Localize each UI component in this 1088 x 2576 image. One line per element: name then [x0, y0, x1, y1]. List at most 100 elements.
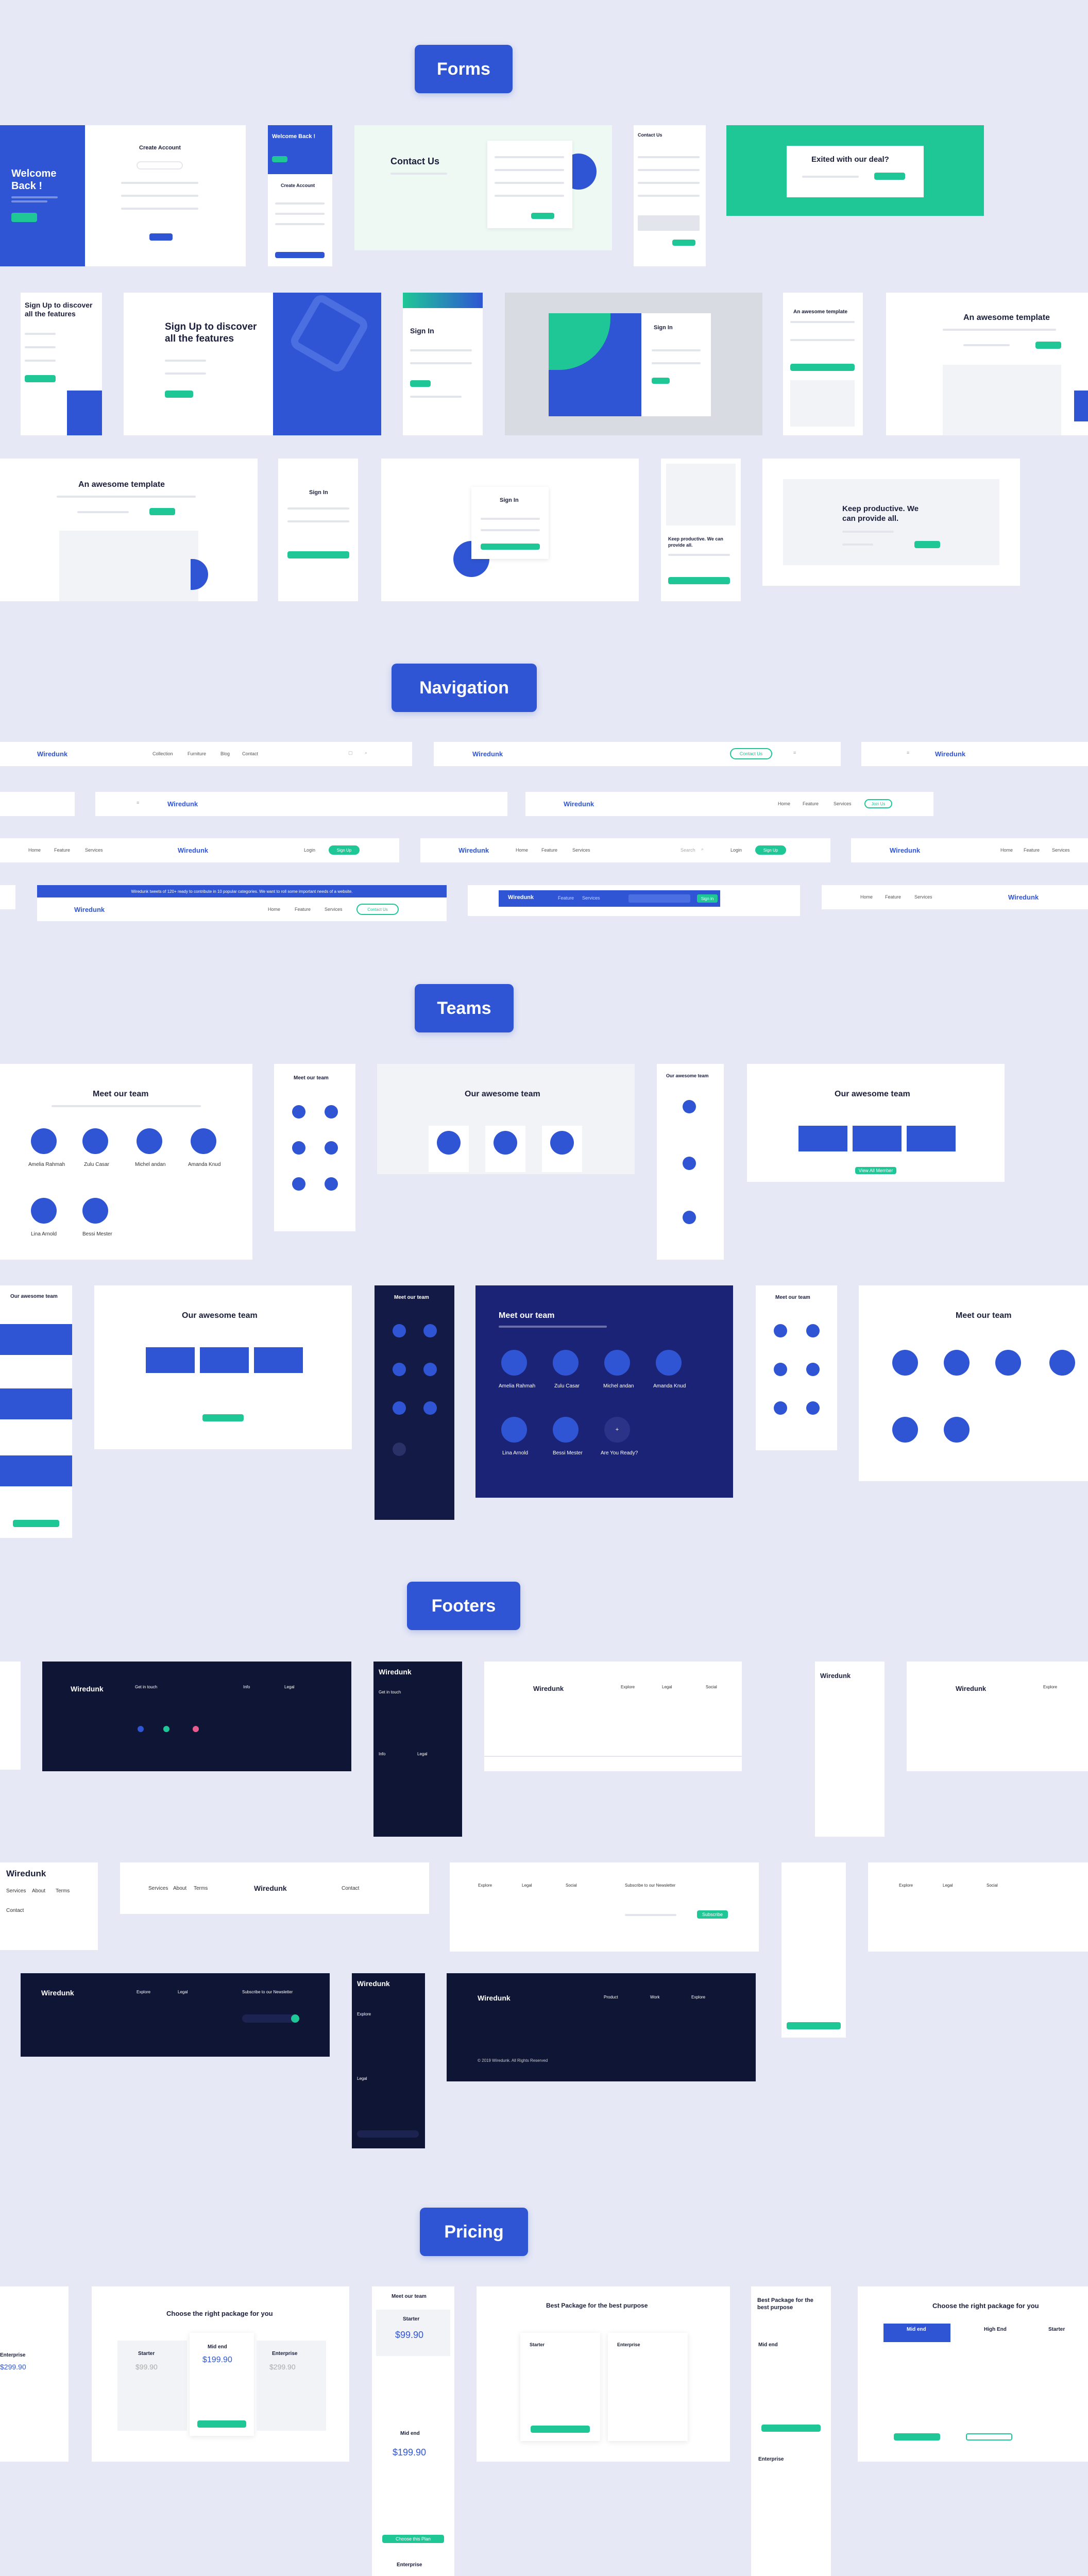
footer-link[interactable]: Services [148, 1886, 168, 1891]
signin-3-button[interactable] [287, 551, 349, 558]
buy-button[interactable] [197, 2420, 246, 2428]
view-all-button-3[interactable] [202, 1414, 244, 1421]
nav-link[interactable]: Home [778, 801, 791, 806]
footer-6-brand[interactable]: Wiredunk [6, 1869, 46, 1878]
nav-link[interactable]: Services [582, 895, 600, 901]
keep-small-button[interactable] [668, 577, 730, 584]
navbar-9-brand[interactable]: Wiredunk [890, 846, 921, 854]
nav-link[interactable]: Services [1052, 848, 1070, 853]
google-button[interactable] [137, 161, 183, 170]
navbar-5-brand[interactable]: Wiredunk [167, 800, 198, 808]
menu-icon[interactable]: ≡ [793, 750, 796, 755]
nav-link[interactable]: Feature [295, 907, 311, 912]
choose-button[interactable] [966, 2433, 1012, 2441]
footer-5-brand[interactable]: Wiredunk [956, 1685, 987, 1692]
navbar-8-brand[interactable]: Wiredunk [458, 846, 489, 854]
view-all-button[interactable]: View All Member [855, 1167, 896, 1174]
footer-link[interactable]: Contact [6, 1908, 24, 1913]
nav-link[interactable]: Feature [54, 848, 71, 853]
navbar-11-brand[interactable]: Wiredunk [74, 906, 105, 913]
contact-us-button[interactable]: Contact Us [730, 748, 772, 759]
search-icon[interactable]: ⌕ [701, 846, 704, 852]
footer-2-brand[interactable]: Wiredunk [379, 1668, 412, 1676]
nav-link[interactable]: Home [1000, 848, 1013, 853]
navbar-3-brand[interactable]: Wiredunk [935, 750, 966, 758]
join-us-button[interactable]: Join Us [864, 799, 892, 808]
email-input[interactable] [357, 2130, 419, 2138]
choose-plan-button[interactable]: Choose this Plan [382, 2535, 444, 2543]
nav-link[interactable]: Feature [541, 848, 558, 853]
signin-2-button[interactable] [652, 378, 670, 384]
nav-link[interactable]: Feature [885, 894, 902, 900]
nav-link[interactable]: Home [516, 848, 529, 853]
signup-button[interactable]: Sign Up [329, 845, 360, 855]
search-icon[interactable]: ⌕ [365, 750, 368, 755]
search-input[interactable] [628, 894, 690, 903]
navbar-7-brand[interactable]: Wiredunk [178, 846, 209, 854]
nav-link[interactable]: Feature [803, 801, 819, 806]
view-all-button-2[interactable] [13, 1520, 59, 1527]
footer-link[interactable]: Terms [194, 1886, 208, 1891]
footer-link[interactable]: About [173, 1886, 187, 1891]
cart-icon[interactable]: ▢ [348, 750, 353, 755]
welcome-cta[interactable] [11, 213, 37, 222]
nav-link[interactable]: Home [268, 907, 281, 912]
signup-big-button[interactable] [165, 391, 193, 398]
footer-1-brand[interactable]: Wiredunk [71, 1685, 104, 1693]
footer-13-brand[interactable]: Wiredunk [478, 1994, 511, 2002]
navbar-1-brand[interactable]: Wiredunk [37, 750, 68, 758]
signin-1-button[interactable] [410, 380, 431, 387]
buy-button[interactable] [761, 2425, 821, 2432]
footer-7-brand[interactable]: Wiredunk [254, 1884, 287, 1892]
deal-button[interactable] [874, 173, 905, 180]
footer-link[interactable]: Services [6, 1888, 26, 1894]
nav-link[interactable]: Services [914, 894, 932, 900]
signin-4-button[interactable] [481, 544, 540, 550]
footer-link[interactable]: About [32, 1888, 46, 1894]
subscribe-button-2[interactable] [787, 2022, 841, 2029]
footer-3-brand[interactable]: Wiredunk [533, 1685, 564, 1692]
nav-link[interactable]: Home [860, 894, 873, 900]
navbar-6-brand[interactable]: Wiredunk [564, 800, 594, 808]
buy-button[interactable] [531, 2426, 590, 2433]
send-icon[interactable] [291, 2014, 299, 2023]
template-button[interactable] [1035, 342, 1061, 349]
footer-11-brand[interactable]: Wiredunk [41, 1989, 74, 1997]
nav-link[interactable]: Services [834, 801, 852, 806]
contact-us-button[interactable]: Contact Us [356, 904, 399, 915]
nav-link[interactable]: Blog [220, 751, 230, 756]
choose-button[interactable] [894, 2433, 940, 2441]
contact-submit[interactable] [531, 213, 554, 219]
email-input[interactable] [242, 2014, 299, 2023]
nav-link[interactable]: Services [325, 907, 343, 912]
template-2-button[interactable] [149, 508, 175, 515]
footer-link[interactable]: Contact [342, 1886, 360, 1891]
footer-12-brand[interactable]: Wiredunk [357, 1979, 390, 1988]
nav-link[interactable]: Home [28, 848, 41, 853]
nav-link[interactable]: Contact [242, 751, 259, 756]
keep-button[interactable] [914, 541, 940, 548]
welcome-small-cta[interactable] [272, 156, 287, 162]
login-link[interactable]: Login [304, 848, 316, 853]
signin-button[interactable]: Sign in [697, 894, 718, 903]
navbar-12-brand[interactable]: Wiredunk [508, 894, 534, 901]
menu-icon[interactable]: ≡ [907, 750, 910, 755]
nav-link[interactable]: Furniture [188, 751, 207, 756]
signup-small-button[interactable] [25, 375, 56, 382]
navbar-13-brand[interactable]: Wiredunk [1008, 893, 1039, 901]
footer-link[interactable]: Terms [56, 1888, 70, 1894]
signup-button[interactable]: Sign Up [755, 845, 786, 855]
footer-4-brand[interactable]: Wiredunk [820, 1672, 851, 1680]
add-member-icon[interactable]: + [604, 1417, 630, 1443]
nav-link[interactable]: Feature [1024, 848, 1040, 853]
subscribe-button[interactable]: Subscribe [697, 1910, 728, 1919]
search-field[interactable]: Search [681, 848, 695, 853]
login-link[interactable]: Login [730, 848, 742, 853]
nav-link[interactable]: Feature [558, 895, 574, 901]
navbar-2-brand[interactable]: Wiredunk [472, 750, 503, 758]
menu-icon[interactable]: ≡ [137, 800, 140, 805]
create-account-small-button[interactable] [275, 252, 325, 258]
nav-link[interactable]: Services [85, 848, 103, 853]
signup-button[interactable] [149, 233, 173, 241]
nav-link[interactable]: Services [572, 848, 590, 853]
